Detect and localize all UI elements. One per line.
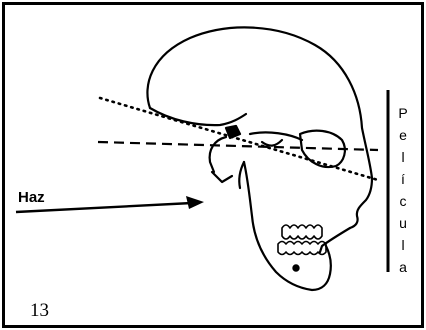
film-letter: í [401, 171, 405, 187]
dashed-reference-line [98, 142, 378, 150]
maxilla-outline [320, 228, 350, 252]
nasal-profile [350, 178, 372, 228]
zygomatic-arch [250, 132, 302, 140]
lower-teeth [278, 242, 326, 255]
film-letter: l [401, 237, 404, 253]
film-letter: P [398, 105, 407, 121]
film-letter: u [399, 215, 407, 231]
cranium-outline [147, 27, 372, 178]
film-letter: a [399, 259, 407, 275]
upper-teeth [282, 225, 322, 239]
styloid-detail [212, 172, 232, 182]
film-label: P e l í c u l a [398, 105, 407, 275]
figure-number: 13 [30, 300, 49, 321]
mandible-ramus [239, 162, 244, 188]
film-letter: c [400, 193, 407, 209]
film-letter: e [399, 127, 407, 143]
mental-foramen [293, 265, 298, 270]
dotted-reference-line [100, 98, 378, 180]
condyle-detail [262, 140, 282, 146]
figure-border [4, 4, 423, 327]
film-letter: l [401, 149, 404, 165]
beam-label: Haz [18, 189, 45, 206]
occiput-outline [210, 137, 226, 172]
skull-drawing [147, 27, 372, 290]
